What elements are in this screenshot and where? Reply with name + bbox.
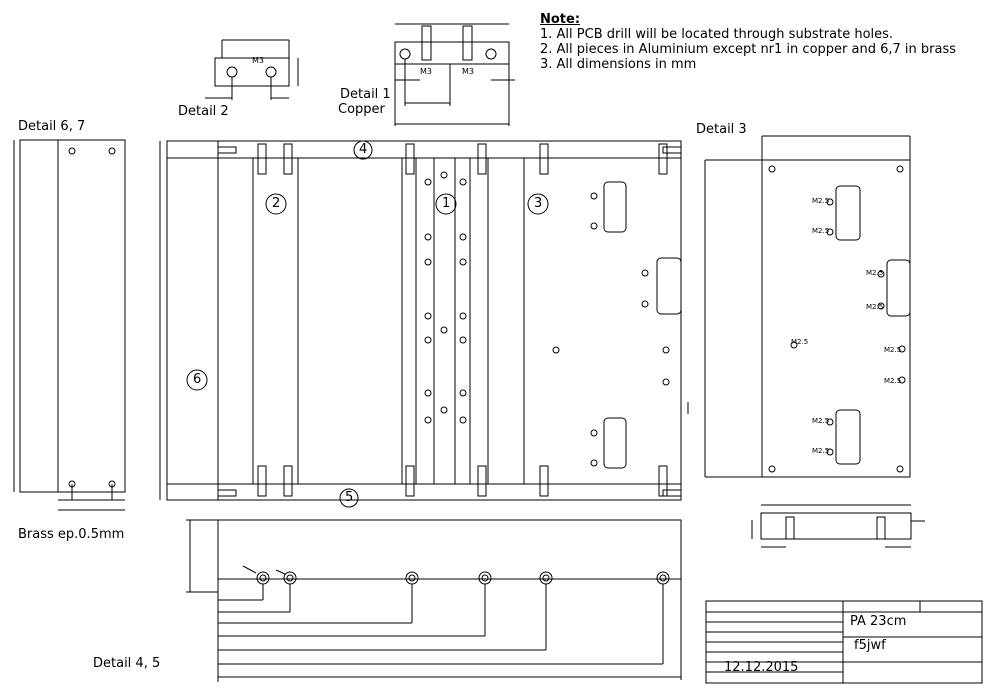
- detail-2-label: Detail 2: [178, 104, 229, 119]
- detail-2-drawing: [205, 39, 299, 100]
- detail-1-drawing: [394, 23, 515, 126]
- title-block-grid: [705, 600, 983, 684]
- part-number-1: 1: [442, 196, 451, 211]
- title-block-name: PA 23cm: [850, 614, 907, 629]
- part-number-4: 4: [359, 142, 368, 157]
- detail-3-drawing: [687, 135, 911, 478]
- m25-callout-3: M2.5: [866, 269, 884, 277]
- notes-title: Note:: [540, 12, 581, 27]
- m3-callout-detail-2: M3: [252, 56, 264, 65]
- detail-1-label: Detail 1: [340, 87, 391, 102]
- m25-callout-8: M2.5: [812, 417, 830, 425]
- detail-45-label: Detail 4, 5: [93, 656, 161, 671]
- brass-label: Brass ep.0.5mm: [18, 527, 125, 542]
- detail-67-label: Detail 6, 7: [18, 119, 86, 134]
- m25-callout-9: M2.5: [812, 447, 830, 455]
- main-assembly: [159, 140, 682, 508]
- detail-3-label: Detail 3: [696, 122, 747, 137]
- m25-callout-1: M2.5: [812, 197, 830, 205]
- part-number-6: 6: [193, 372, 202, 387]
- detail-45-drawing: [186, 519, 682, 682]
- title-block-author: f5jwf: [854, 638, 886, 653]
- notes-block: Note: 1. All PCB drill will be located t…: [540, 12, 970, 72]
- note-line-1: 1. All PCB drill will be located through…: [540, 27, 894, 42]
- detail-67-drawing: [13, 139, 126, 511]
- title-block: PA 23cm f5jwf 12.12.2015: [706, 601, 982, 683]
- m3-callout-detail-1-right: M3: [462, 67, 474, 76]
- m25-callout-5: M2.5: [791, 338, 809, 346]
- m3-callout-detail-1-left: M3: [420, 67, 432, 76]
- note-line-2: 2. All pieces in Aluminium except nr1 in…: [540, 42, 956, 57]
- part-number-5: 5: [345, 490, 354, 505]
- m25-callout-6: M2.5: [884, 346, 902, 354]
- m25-callout-2: M2.5: [812, 227, 830, 235]
- title-block-date: 12.12.2015: [724, 660, 799, 675]
- part-number-3: 3: [534, 196, 543, 211]
- detail-3-side-drawing: [751, 504, 925, 548]
- detail-1-material: Copper: [338, 102, 385, 117]
- note-line-3: 3. All dimensions in mm: [540, 57, 697, 72]
- m25-callout-7: M2.5: [884, 377, 902, 385]
- part-number-2: 2: [272, 196, 281, 211]
- m25-callout-4: M2.5: [866, 303, 884, 311]
